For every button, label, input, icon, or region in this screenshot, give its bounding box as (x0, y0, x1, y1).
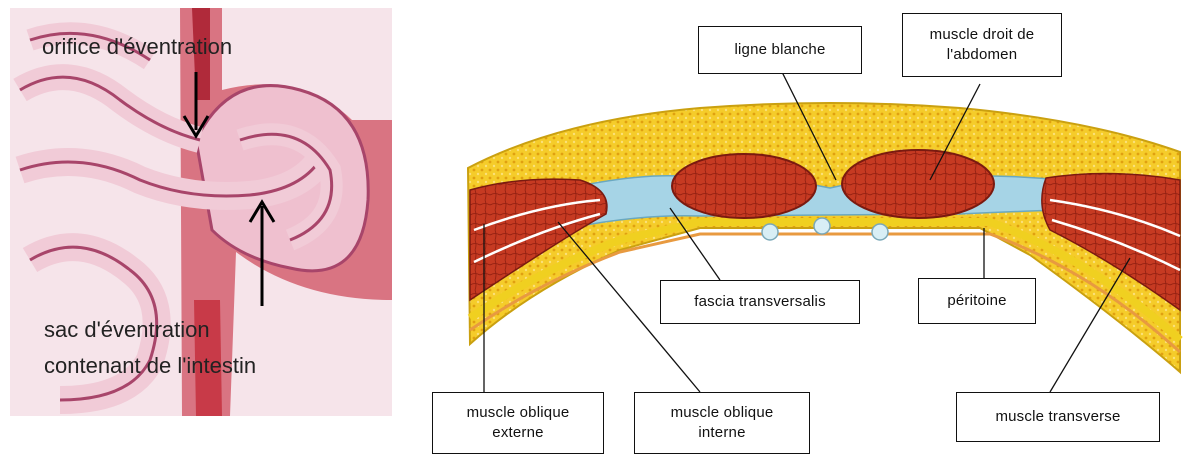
label-oblique-interne-line2: interne (635, 423, 809, 443)
label-peritoine-text: péritoine (919, 291, 1035, 311)
label-oblique-externe: muscle oblique externe (432, 392, 604, 454)
label-sac-line1: sac d'éventration (44, 316, 210, 344)
wall-cross-section (468, 103, 1180, 372)
label-sac-line2: contenant de l'intestin (44, 352, 256, 380)
label-oblique-externe-line1: muscle oblique (433, 403, 603, 423)
label-muscle-droit-line1: muscle droit de (903, 25, 1061, 45)
rectus-right (842, 150, 994, 218)
label-oblique-externe-line2: externe (433, 423, 603, 443)
label-ligne-blanche-text: ligne blanche (699, 40, 861, 60)
label-oblique-interne-line1: muscle oblique (635, 403, 809, 423)
label-orifice: orifice d'éventration (42, 33, 232, 61)
label-transverse-text: muscle transverse (957, 407, 1159, 427)
label-transverse: muscle transverse (956, 392, 1160, 442)
label-muscle-droit: muscle droit de l'abdomen (902, 13, 1062, 77)
rectus-left (672, 154, 816, 218)
label-fascia: fascia transversalis (660, 280, 860, 324)
label-ligne-blanche: ligne blanche (698, 26, 862, 74)
label-oblique-interne: muscle oblique interne (634, 392, 810, 454)
label-muscle-droit-line2: l'abdomen (903, 45, 1061, 65)
label-peritoine: péritoine (918, 278, 1036, 324)
label-fascia-text: fascia transversalis (661, 292, 859, 312)
